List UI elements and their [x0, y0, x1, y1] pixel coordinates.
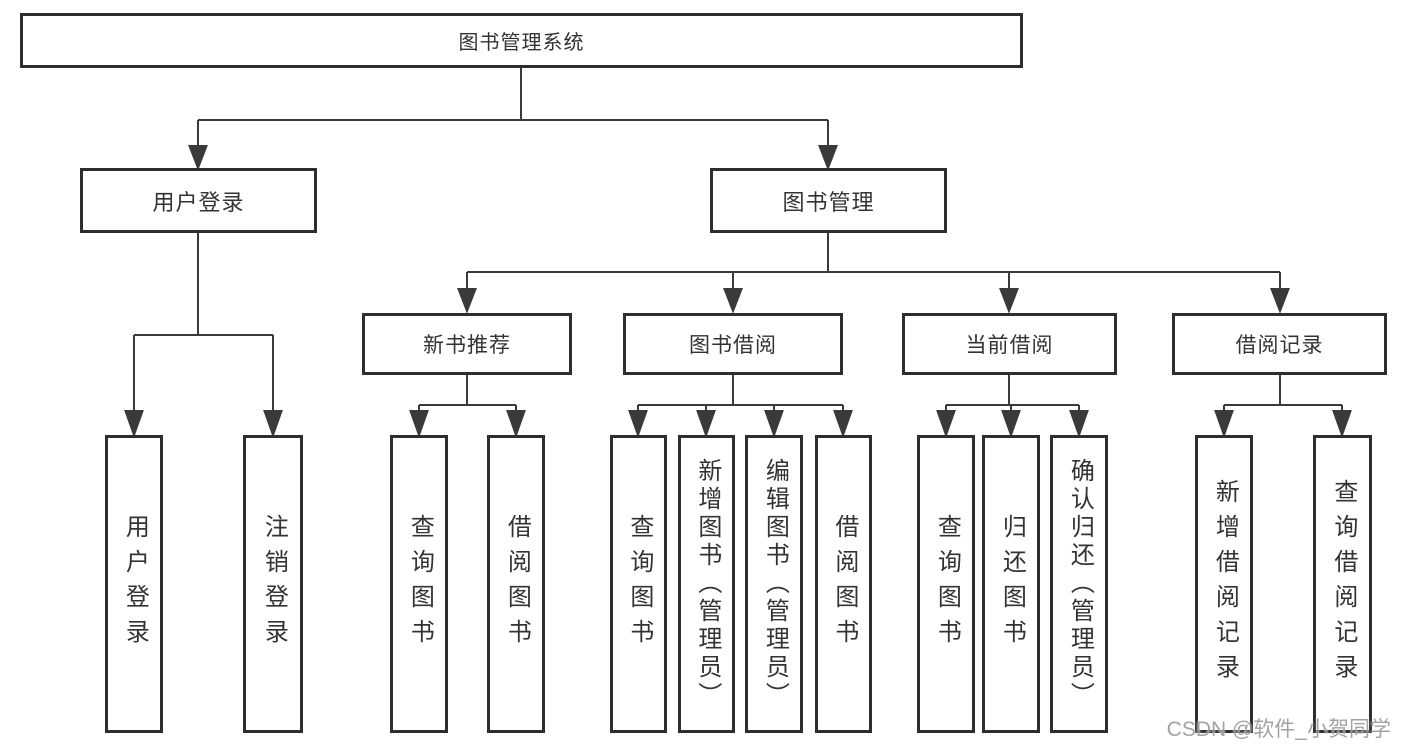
leaf-confirm-return-admin-label: 确认归还（管理员） — [1066, 458, 1094, 710]
leaf-query-borrow-record-label: 查询借阅记录 — [1329, 479, 1357, 689]
node-system-root-label: 图书管理系统 — [458, 32, 585, 54]
csdn-watermark: CSDN @软件_小贺同学 — [1166, 718, 1391, 741]
leaf-return-books: 归还图书 — [982, 435, 1040, 733]
leaf-user-login-label: 用户登录 — [121, 514, 149, 654]
leaf-confirm-return-admin: 确认归还（管理员） — [1050, 435, 1108, 733]
leaf-recommend-query-books-label: 查询图书 — [406, 514, 434, 654]
leaf-edit-books-admin-label: 编辑图书（管理员） — [761, 458, 789, 710]
node-borrowing-records: 借阅记录 — [1172, 313, 1387, 375]
leaf-add-borrow-record: 新增借阅记录 — [1195, 435, 1253, 733]
leaf-recommend-borrow-books: 借阅图书 — [487, 435, 545, 733]
leaf-add-borrow-record-label: 新增借阅记录 — [1211, 479, 1239, 689]
node-new-book-recommend: 新书推荐 — [362, 313, 572, 375]
node-book-borrowing: 图书借阅 — [623, 313, 843, 375]
node-new-book-recommend-label: 新书推荐 — [423, 334, 511, 357]
leaf-return-books-label: 归还图书 — [998, 514, 1026, 654]
leaf-recommend-borrow-books-label: 借阅图书 — [503, 514, 531, 654]
node-user-login: 用户登录 — [80, 168, 317, 233]
leaf-borrowing-query-books: 查询图书 — [610, 435, 667, 733]
leaf-query-borrow-record: 查询借阅记录 — [1313, 435, 1372, 733]
node-book-management-label: 图书管理 — [782, 189, 875, 215]
leaf-borrowing-query-books-label: 查询图书 — [625, 514, 653, 654]
leaf-edit-books-admin: 编辑图书（管理员） — [745, 435, 803, 733]
leaf-add-books-admin-label: 新增图书（管理员） — [693, 458, 721, 710]
leaf-logout: 注销登录 — [243, 435, 303, 733]
leaf-add-books-admin: 新增图书（管理员） — [678, 435, 735, 733]
leaf-current-query-books: 查询图书 — [917, 435, 975, 733]
node-current-borrowing: 当前借阅 — [902, 313, 1117, 375]
leaf-current-query-books-label: 查询图书 — [933, 514, 961, 654]
node-book-management: 图书管理 — [710, 168, 947, 233]
node-user-login-label: 用户登录 — [152, 189, 245, 215]
leaf-logout-label: 注销登录 — [260, 514, 288, 654]
leaf-borrowing-borrow-books: 借阅图书 — [815, 435, 872, 733]
leaf-recommend-query-books: 查询图书 — [390, 435, 448, 733]
node-borrowing-records-label: 借阅记录 — [1235, 334, 1324, 357]
leaf-user-login: 用户登录 — [105, 435, 163, 733]
node-system-root: 图书管理系统 — [20, 13, 1023, 68]
node-book-borrowing-label: 图书借阅 — [689, 334, 777, 357]
leaf-borrowing-borrow-books-label: 借阅图书 — [830, 514, 858, 654]
node-current-borrowing-label: 当前借阅 — [965, 334, 1054, 357]
